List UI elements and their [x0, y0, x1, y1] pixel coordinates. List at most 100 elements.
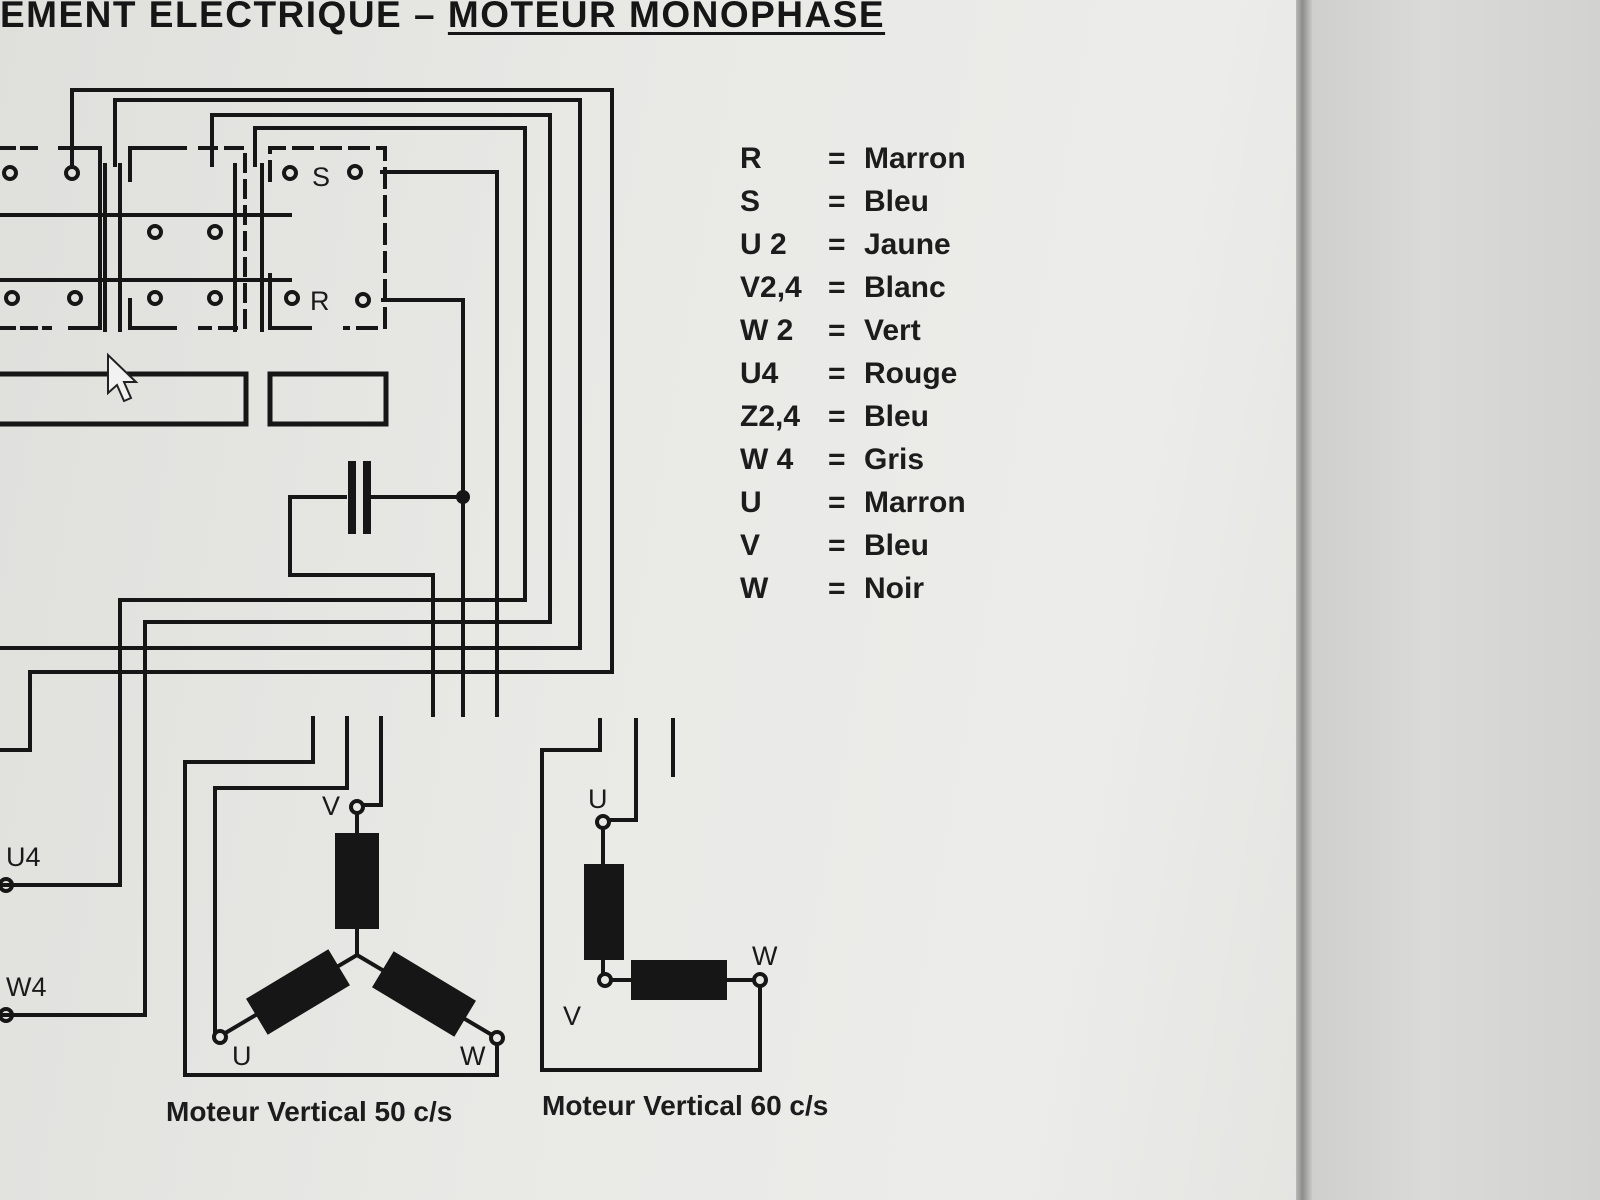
legend-equals: =	[828, 572, 846, 605]
block-seg-6	[268, 273, 312, 330]
m60-label-w: W	[752, 941, 778, 971]
motor-60-caption: Moteur Vertical 60 c/s	[542, 1090, 829, 1121]
motor-60-diagram	[540, 718, 768, 1072]
legend-color: Vert	[864, 314, 921, 347]
wire-s	[380, 170, 499, 717]
legend-color: Blanc	[864, 271, 946, 304]
switch-boxes	[0, 371, 389, 427]
wire-outer-3	[0, 113, 552, 1017]
legend-equals: =	[828, 357, 846, 390]
wire-r	[381, 298, 465, 717]
wire-outer-1	[0, 88, 614, 752]
wire-outer-2	[0, 98, 582, 650]
terminal-6	[4, 290, 20, 306]
terminal-r	[355, 292, 371, 308]
m50-wire-1	[183, 716, 499, 1077]
background-surface	[1312, 0, 1600, 1200]
terminal-3	[282, 165, 298, 181]
terminal-s	[347, 164, 363, 180]
m50-wire-3	[355, 716, 383, 807]
terminal-8	[147, 290, 163, 306]
title-part1: EMENT ELECTRIQUE	[0, 0, 403, 35]
terminal-10	[284, 290, 300, 306]
wiring-diagram: S R U4 W4 V U W	[0, 88, 778, 1077]
page-title: EMENT ELECTRIQUE – MOTEUR MONOPHASE	[0, 0, 885, 36]
bridge-vertical-2	[233, 163, 264, 332]
terminal-block	[0, 146, 387, 332]
legend-color: Bleu	[864, 400, 930, 433]
m50-label-u: U	[232, 1041, 252, 1071]
legend-code: U	[740, 486, 762, 519]
m60-terminal-v	[597, 972, 613, 988]
legend-code: W 2	[740, 314, 794, 347]
m60-wire-2	[601, 718, 638, 822]
title-dash: –	[414, 0, 437, 35]
m50-terminal-v	[349, 799, 365, 815]
m50-coil-v	[335, 833, 379, 929]
legend-equals: =	[828, 185, 846, 218]
legend-equals: =	[828, 400, 846, 433]
left-terminals	[0, 877, 14, 1023]
m50-terminal-u	[212, 1029, 228, 1045]
legend-code: U4	[740, 357, 779, 390]
label-r: R	[310, 286, 330, 316]
legend-color: Rouge	[864, 357, 958, 390]
legend-code: W 4	[740, 443, 794, 476]
m50-terminal-w	[489, 1030, 505, 1046]
legend-color: Bleu	[864, 185, 930, 218]
block-seg-5	[128, 298, 177, 330]
legend-equals: =	[828, 314, 846, 347]
junction-dot	[456, 490, 470, 504]
block-seg-3	[198, 146, 247, 330]
m50-label-v: V	[322, 791, 340, 821]
m60-terminal-u	[595, 814, 611, 830]
legend-code: V2,4	[740, 271, 802, 304]
legend-code: Z2,4	[740, 400, 801, 433]
terminal-9	[207, 290, 223, 306]
motor-50-caption: Moteur Vertical 50 c/s	[166, 1096, 453, 1127]
capacitor-symbol	[348, 461, 371, 534]
switch-box-2	[267, 371, 389, 427]
block-seg-1	[58, 146, 102, 330]
m50-label-w: W	[460, 1041, 486, 1071]
legend-color: Noir	[864, 572, 924, 605]
legend-equals: =	[828, 142, 846, 175]
m60-coil-u	[584, 864, 624, 960]
m60-coil-w	[631, 960, 727, 1000]
m60-label-u: U	[588, 784, 608, 814]
m60-label-v: V	[563, 1001, 581, 1031]
terminal-2	[64, 165, 80, 181]
legend-equals: =	[828, 486, 846, 519]
legend-code: R	[740, 142, 762, 175]
terminal-5	[207, 224, 223, 240]
terminal-4	[147, 224, 163, 240]
m60-terminal-w	[752, 972, 768, 988]
legend-color: Marron	[864, 142, 966, 175]
label-w4: W4	[6, 972, 47, 1002]
legend-color: Jaune	[864, 228, 951, 261]
legend-color: Gris	[864, 443, 925, 476]
m50-coil-u	[246, 949, 350, 1035]
legend-code: V	[740, 529, 761, 562]
block-seg-4	[268, 146, 387, 330]
label-u4: U4	[6, 842, 41, 872]
title-part2: MOTEUR MONOPHASE	[447, 0, 886, 35]
m50-wire-2	[213, 716, 349, 1037]
label-s: S	[312, 162, 330, 192]
bridge-vertical-1	[103, 163, 122, 332]
wire-cap-return	[288, 495, 435, 717]
legend-color: Bleu	[864, 529, 930, 562]
wire-outer-4	[0, 126, 527, 887]
motor-50-diagram	[183, 716, 505, 1077]
m50-coil-w	[372, 951, 476, 1037]
legend-equals: =	[828, 228, 846, 261]
legend-code: S	[740, 185, 761, 218]
legend-color: Marron	[864, 486, 966, 519]
legend-equals: =	[828, 443, 846, 476]
legend-equals: =	[828, 271, 846, 304]
mouse-cursor-icon	[107, 352, 139, 403]
block-seg-2	[128, 146, 187, 182]
legend-equals: =	[828, 529, 846, 562]
page-edge	[1296, 0, 1312, 1200]
terminal-7	[67, 290, 83, 306]
